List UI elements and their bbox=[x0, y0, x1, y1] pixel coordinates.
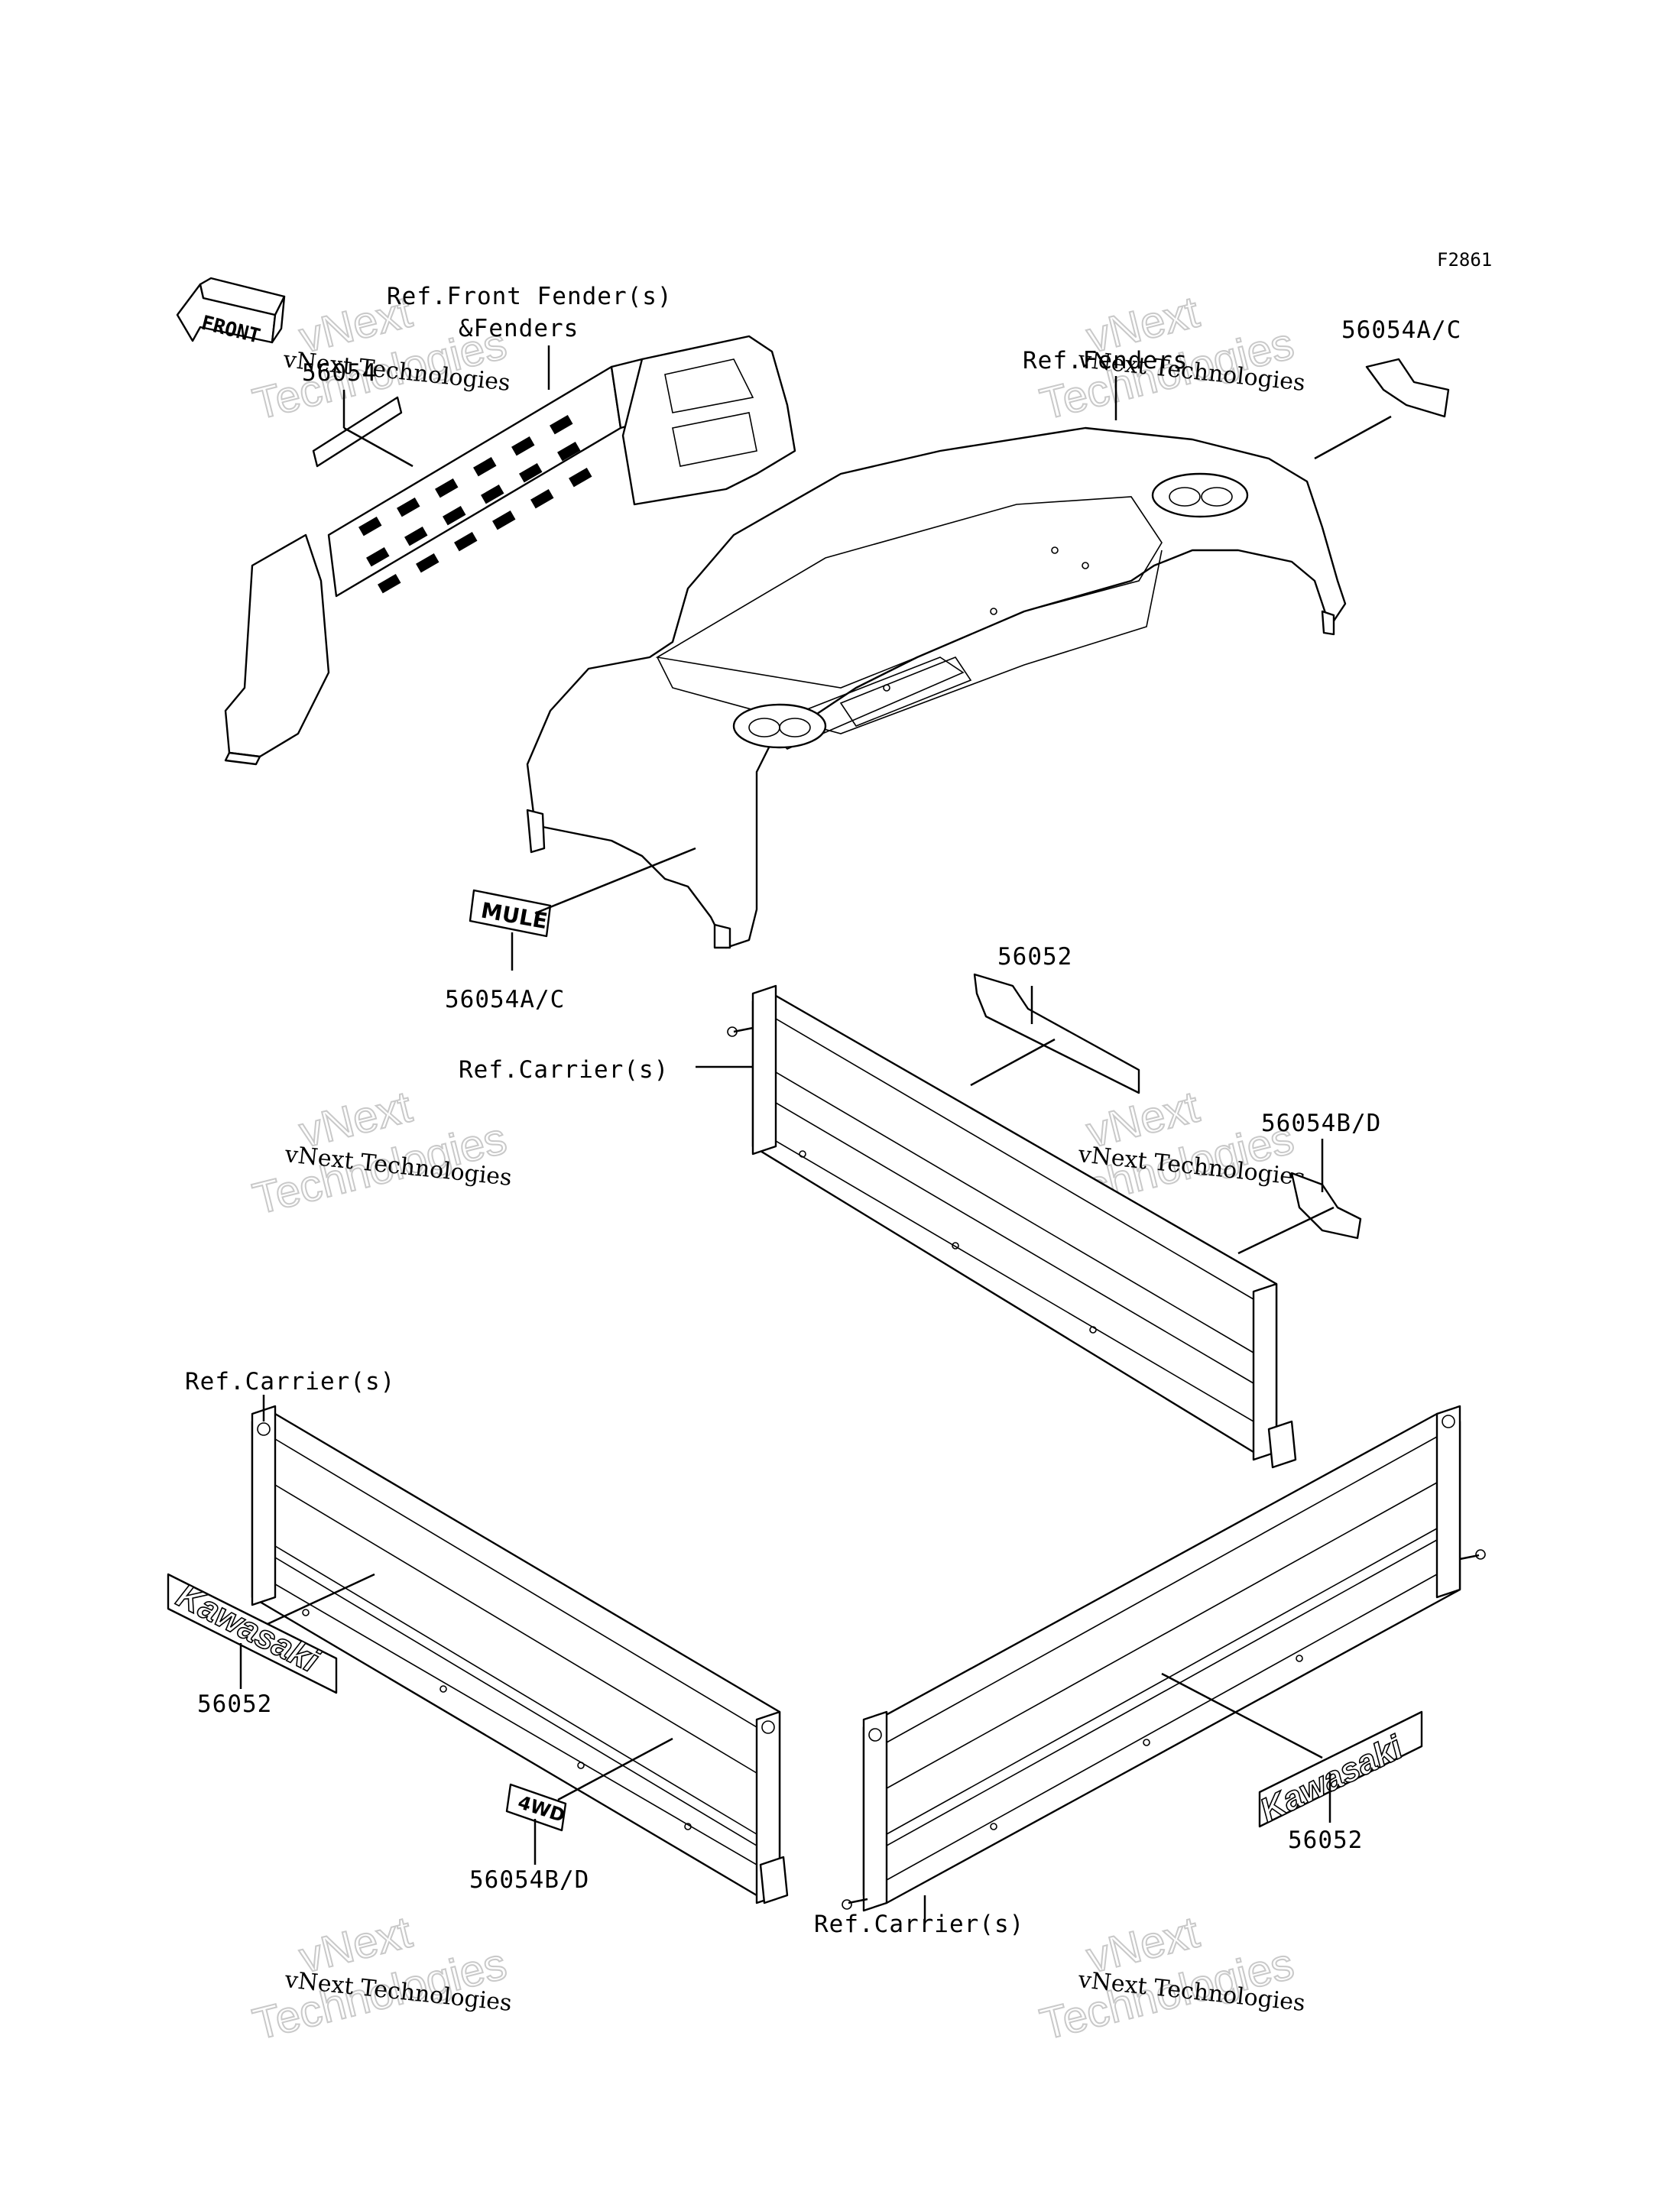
carrier-mid bbox=[727, 984, 1297, 1469]
carrier-left bbox=[251, 1405, 789, 1904]
kawasaki-right-text: Kawasaki bbox=[1254, 1729, 1409, 1830]
label-ref-fenders: Ref.Fenders bbox=[1023, 347, 1188, 374]
rear-fenders bbox=[526, 426, 1347, 949]
label-56054bd-left: 56054B/D bbox=[469, 1866, 589, 1894]
decal-56052-mid bbox=[973, 973, 1140, 1094]
watermark-bottom-left: vNext Technologies bbox=[248, 1907, 512, 2050]
decal-mule-emblem: MULE bbox=[469, 889, 552, 938]
label-56052-right: 56052 bbox=[1288, 1827, 1363, 1854]
label-56054-front: 56054 bbox=[302, 359, 377, 387]
front-arrow-icon: FRONT bbox=[176, 277, 286, 348]
decal-kawasaki-right: Kawasaki bbox=[1254, 1710, 1423, 1830]
leader-lines bbox=[239, 345, 1392, 1922]
watermark-bottom-right: vNext Technologies bbox=[1035, 1907, 1299, 2050]
label-ref-carrier-right: Ref.Carrier(s) bbox=[814, 1911, 1024, 1938]
watermark-mid-left: vNext Technologies bbox=[248, 1081, 512, 1225]
label-56054ac-mule: 56054A/C bbox=[445, 986, 565, 1013]
label-ref-front-fender: Ref.Front Fender(s) bbox=[387, 283, 673, 310]
label-56054bd-mid: 56054B/D bbox=[1261, 1110, 1381, 1137]
front-fender-grille bbox=[224, 335, 796, 766]
decal-56054-front bbox=[312, 396, 403, 468]
decal-4wd-emblem: 4WD bbox=[505, 1783, 568, 1832]
label-ref-carrier-left: Ref.Carrier(s) bbox=[185, 1368, 395, 1395]
label-ref-front-fender-2: &Fenders bbox=[459, 315, 579, 342]
label-56054ac-top-right: 56054A/C bbox=[1341, 316, 1461, 344]
label-56052-mid: 56052 bbox=[997, 943, 1072, 971]
decal-56054ac-top-right bbox=[1365, 358, 1450, 418]
label-ref-carrier-mid: Ref.Carrier(s) bbox=[459, 1056, 669, 1084]
decal-56054bd-mid bbox=[1290, 1172, 1362, 1240]
label-56052-left: 56052 bbox=[197, 1690, 272, 1718]
figure-code: F2861 bbox=[1437, 249, 1492, 271]
carrier-right bbox=[842, 1405, 1486, 1912]
